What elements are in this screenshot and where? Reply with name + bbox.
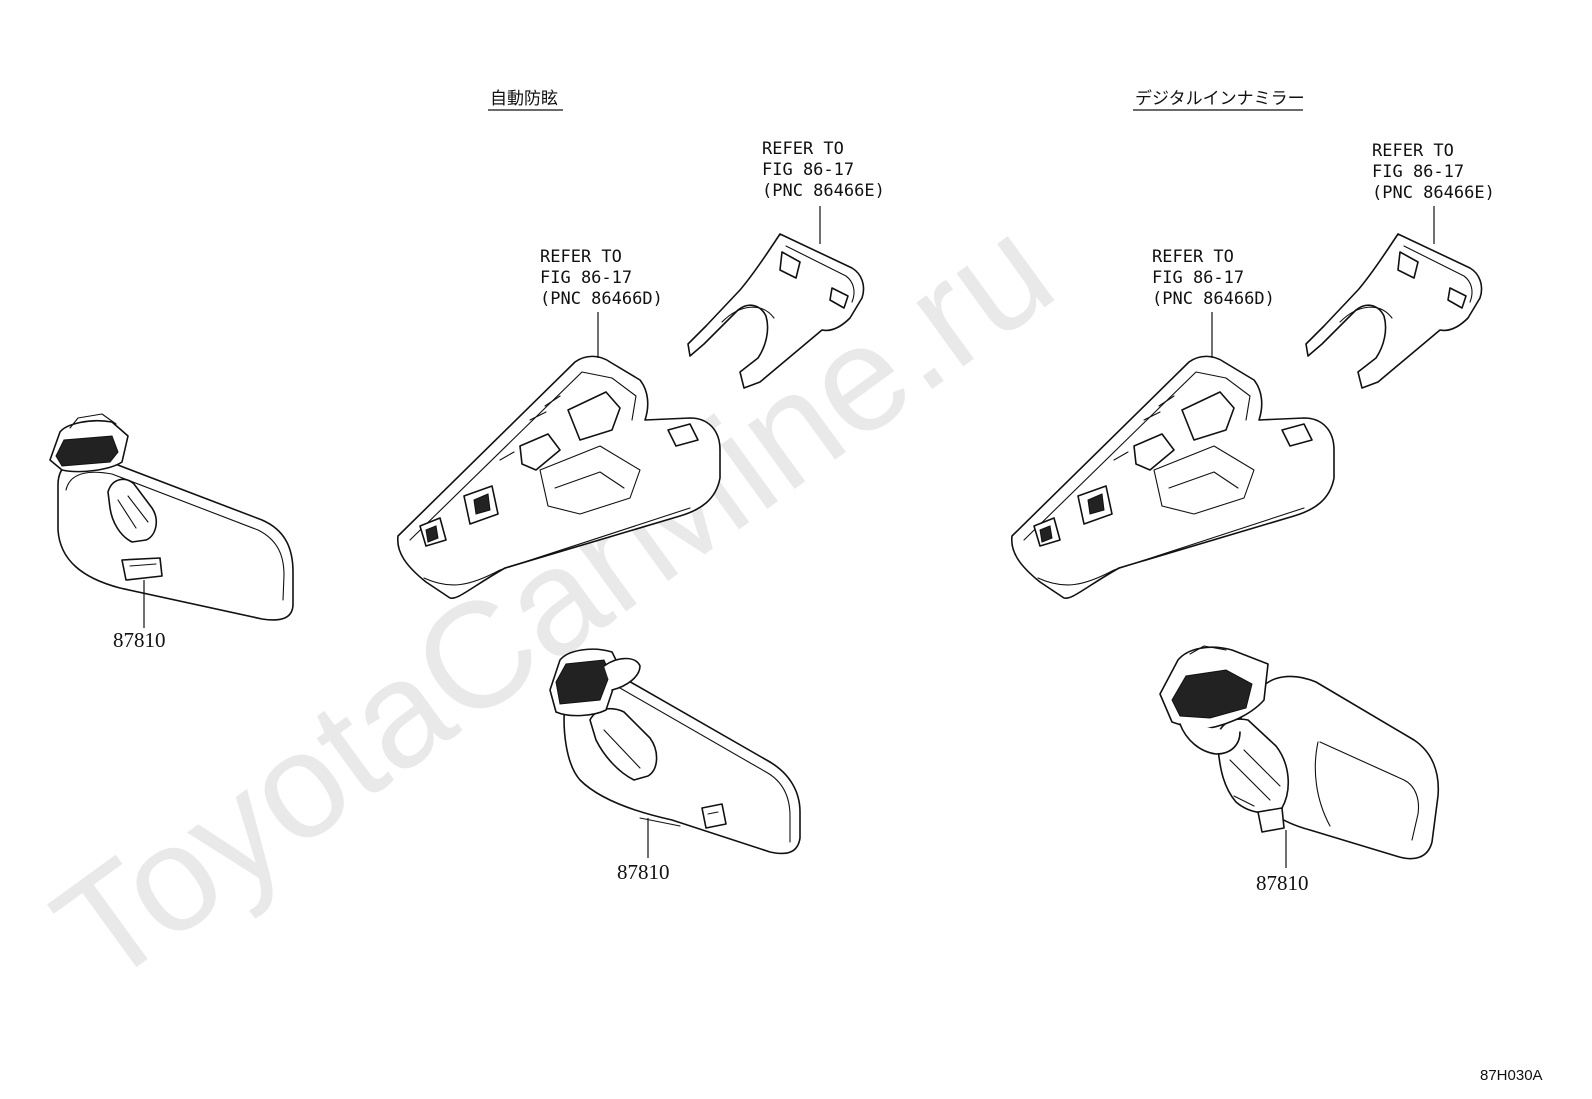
part-number-digital-mirror: 87810: [1256, 871, 1309, 895]
heading-auto-dimming: 自動防眩: [490, 89, 558, 109]
left-mirror-assembly: 87810: [49, 413, 294, 652]
callout-line: FIG 86-17: [1372, 162, 1464, 182]
figure-code: 87H030A: [1480, 1067, 1543, 1084]
callout-line: (PNC 86466D): [1152, 289, 1275, 309]
bracket-icon: [687, 233, 865, 389]
callout-line: REFER TO: [1152, 247, 1234, 267]
callout-cover-a-digital: REFER TO FIG 86-17 (PNC 86466D): [1152, 247, 1275, 309]
callout-line: FIG 86-17: [540, 268, 632, 288]
cover-icon: [397, 355, 721, 599]
callout-line: REFER TO: [1372, 141, 1454, 161]
callout-line: REFER TO: [540, 247, 622, 267]
callout-cover-a-auto: REFER TO FIG 86-17 (PNC 86466D): [540, 247, 663, 309]
callout-cover-b-auto: REFER TO FIG 86-17 (PNC 86466E): [762, 139, 885, 201]
auto-dimming-bracket-cover: [687, 233, 865, 389]
callout-line: (PNC 86466E): [1372, 183, 1495, 203]
mirror-icon: [1159, 645, 1440, 860]
auto-dimming-cover: [397, 355, 721, 599]
mirror-icon: [549, 648, 801, 855]
callout-line: (PNC 86466E): [762, 181, 885, 201]
bracket-icon: [1305, 233, 1483, 389]
callout-line: (PNC 86466D): [540, 289, 663, 309]
heading-digital-mirror: デジタルインナミラー: [1135, 88, 1305, 109]
digital-mirror-bracket-cover: [1305, 233, 1483, 389]
digital-inner-mirror: [1159, 645, 1440, 860]
part-number-auto-dimming-mirror: 87810: [617, 860, 670, 884]
callout-line: FIG 86-17: [762, 160, 854, 180]
mirror-icon: [49, 413, 294, 621]
cover-icon: [1011, 355, 1335, 599]
callout-cover-b-digital: REFER TO FIG 86-17 (PNC 86466E): [1372, 141, 1495, 203]
callout-line: REFER TO: [762, 139, 844, 159]
part-number-left-mirror: 87810: [113, 628, 166, 652]
auto-dimming-mirror: [549, 648, 801, 855]
callout-line: FIG 86-17: [1152, 268, 1244, 288]
digital-mirror-cover: [1011, 355, 1335, 599]
